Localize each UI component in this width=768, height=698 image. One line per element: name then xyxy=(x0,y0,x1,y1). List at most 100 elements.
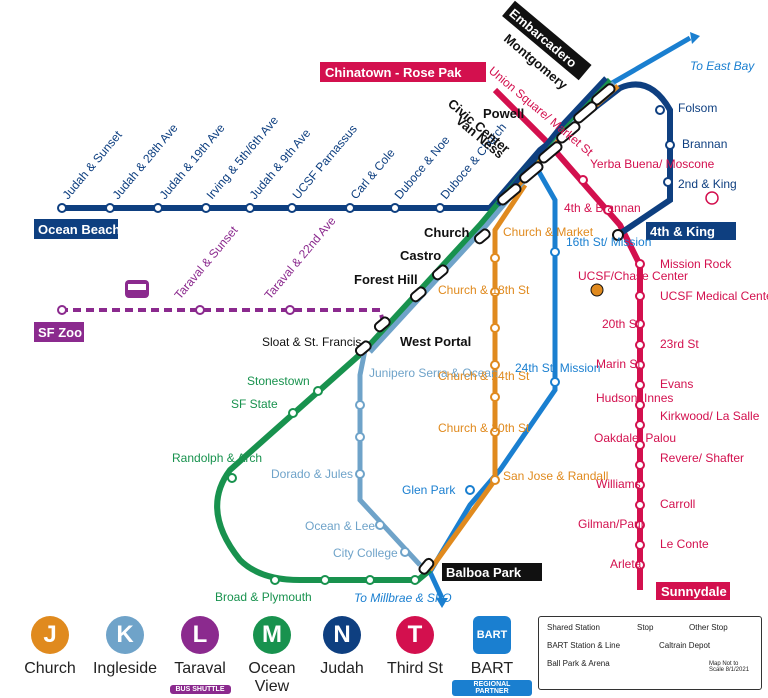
label-church-18th: Church & 18th St xyxy=(438,283,530,297)
stop-m-3 xyxy=(410,575,420,585)
label-4th-brannan: 4th & Brannan xyxy=(564,201,641,215)
stop-broad-plymouth xyxy=(270,575,280,585)
label-kirkwood: Kirkwood/ La Salle xyxy=(660,409,760,423)
map-key: Shared Station Stop Other Stop BART Stat… xyxy=(538,616,762,690)
stop-williams xyxy=(635,480,645,490)
label-oakdale: Oakdale/ Palou xyxy=(594,431,676,445)
label-23rd: 23rd St xyxy=(660,337,699,351)
label-city-college: City College xyxy=(333,546,398,560)
stop-2nd-king xyxy=(663,177,673,187)
stop-k-1 xyxy=(355,400,365,410)
l-shuttle-line xyxy=(60,308,387,331)
label-millbrae: To Millbrae & SFO xyxy=(354,591,452,605)
legend-n[interactable]: N Judah xyxy=(302,612,382,678)
legend-k-badge: K xyxy=(106,616,144,654)
label-20th: 20th St xyxy=(602,317,641,331)
label-24th-mission: 24th St/ Mission xyxy=(515,361,600,375)
stop-sf-state xyxy=(288,408,298,418)
arrow-icon xyxy=(436,598,448,608)
label-carl-cole: Carl & Cole xyxy=(348,146,398,202)
stop-4th-brannan xyxy=(603,205,613,215)
legend-bart[interactable]: BART BART REGIONAL PARTNER xyxy=(452,612,532,698)
station-van-ness xyxy=(519,161,544,184)
terminal-sunnydale-box xyxy=(656,582,730,600)
label-sf-state: SF State xyxy=(231,397,278,411)
label-forest-hill: Forest Hill xyxy=(354,272,418,287)
stop-16th-mission xyxy=(550,247,560,257)
stop-church-24th xyxy=(490,360,500,370)
legend-k[interactable]: K Ingleside xyxy=(85,612,165,678)
stop-24th-mission xyxy=(550,377,560,387)
label-2nd-king: 2nd & King xyxy=(678,177,737,191)
stop-church-30th xyxy=(490,427,500,437)
stop-judah-sunset xyxy=(57,203,67,213)
station-church xyxy=(473,228,491,245)
key-note: Map Not to Scale 8/1/2021 xyxy=(709,661,750,673)
legend-bart-name: BART xyxy=(470,660,514,677)
label-taraval-sunset: Taraval & Sunset xyxy=(172,223,241,302)
m-line xyxy=(214,347,432,583)
label-16th-mission: 16th St/ Mission xyxy=(566,235,651,249)
stop-duboce-church xyxy=(435,203,445,213)
terminal-balboa-park-box xyxy=(442,563,542,581)
stop-j-3 xyxy=(490,392,500,402)
station-powell xyxy=(556,121,581,144)
stop-san-jose-randall xyxy=(490,475,500,485)
key-other-stop: Other Stop xyxy=(689,623,728,632)
legend-m[interactable]: M Ocean View xyxy=(232,612,312,696)
stop-mission-rock xyxy=(635,259,645,269)
stop-carl-cole xyxy=(345,203,355,213)
label-le-conte: Le Conte xyxy=(660,537,709,551)
label-dorado: Dorado & Jules xyxy=(271,467,353,481)
stop-evans xyxy=(635,380,645,390)
stop-arleta xyxy=(635,560,645,570)
stop-hudson xyxy=(635,400,645,410)
bus-window-icon xyxy=(128,284,146,290)
station-castro xyxy=(431,264,449,281)
stop-stonestown xyxy=(313,386,323,396)
terminal-embarcadero-box xyxy=(502,0,592,81)
stop-dorado-jules xyxy=(355,469,365,479)
stop-judah-28th xyxy=(105,203,115,213)
label-ucsf-chase: UCSF/Chase Center xyxy=(578,269,688,283)
legend-n-name: Judah xyxy=(320,660,364,677)
label-mission-rock: Mission Rock xyxy=(660,257,732,271)
legend-j[interactable]: J Church xyxy=(10,612,90,678)
label-san-jose: San Jose & Randall xyxy=(503,469,608,483)
terminal-balboa-park: Balboa Park xyxy=(446,565,522,580)
station-balboa-park xyxy=(418,557,435,575)
legend-n-badge: N xyxy=(323,616,361,654)
terminal-sf-zoo-box xyxy=(34,322,84,342)
key-stop: Stop xyxy=(637,623,654,632)
stop-carroll xyxy=(635,500,645,510)
stop-church-18th xyxy=(490,287,500,297)
label-evans: Evans xyxy=(660,377,693,391)
label-powell: Powell xyxy=(483,106,524,121)
key-shared-station: Shared Station xyxy=(547,623,600,632)
label-church-market: Church & Market xyxy=(503,225,594,239)
stop-irving-5th xyxy=(201,203,211,213)
stop-glen-park xyxy=(465,485,475,495)
legend-m-badge: M xyxy=(253,616,291,654)
terminal-ocean-beach: Ocean Beach xyxy=(38,222,120,237)
legend-j-badge: J xyxy=(31,616,69,654)
label-taraval-22nd: Taraval & 22nd Ave xyxy=(262,214,339,302)
stop-ocean-lee xyxy=(375,520,385,530)
stop-city-college xyxy=(400,547,410,557)
legend-t-badge: T xyxy=(396,616,434,654)
baseball-icon xyxy=(705,191,719,205)
terminal-chinatown-box xyxy=(320,62,486,82)
stop-m-2 xyxy=(365,575,375,585)
label-brannan: Brannan xyxy=(682,137,727,151)
line-legend: J Church K Ingleside L Taraval BUS SHUTT… xyxy=(0,612,768,696)
terminal-4th-king: 4th & King xyxy=(650,224,715,239)
stop-taraval-22nd xyxy=(285,305,295,315)
arrow-icon xyxy=(690,32,700,44)
stop-20th xyxy=(635,319,645,329)
legend-l[interactable]: L Taraval BUS SHUTTLE xyxy=(160,612,240,696)
station-forest-hill xyxy=(409,286,427,303)
legend-bart-sub: REGIONAL PARTNER xyxy=(452,680,532,696)
legend-t[interactable]: T Third St xyxy=(375,612,455,678)
station-civic-center xyxy=(538,141,563,164)
stop-k-2 xyxy=(355,432,365,442)
